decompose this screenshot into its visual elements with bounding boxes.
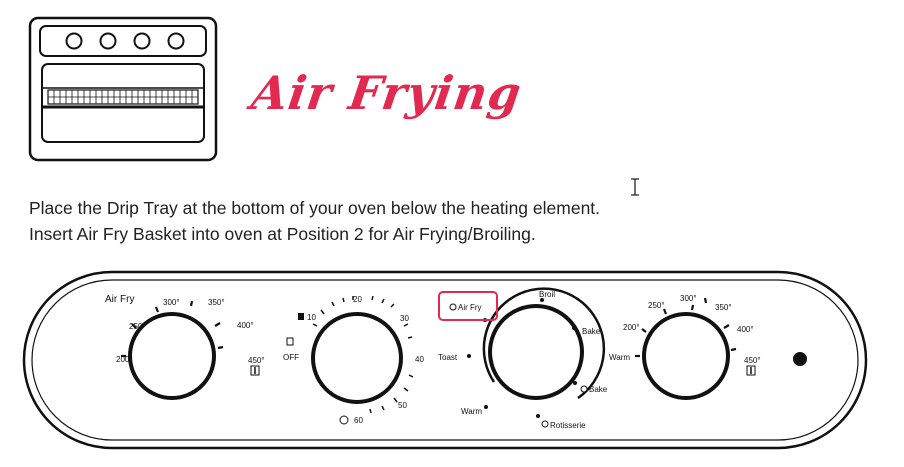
- dial-tick-label: 30: [400, 314, 409, 323]
- text-cursor-icon: [631, 178, 639, 196]
- clock-icon: [339, 415, 349, 425]
- selected-function-highlight: [438, 291, 498, 321]
- dial-tick-label: 300°: [163, 298, 180, 307]
- dial-tick-label: 400°: [737, 325, 754, 334]
- rotisserie-icon: [541, 420, 549, 428]
- instructions: Place the Drip Tray at the bottom of you…: [29, 195, 600, 247]
- function-option[interactable]: Broil: [539, 290, 555, 299]
- dial-tick-label: 200°: [116, 355, 133, 364]
- dial-tick-label: 300°: [680, 294, 697, 303]
- function-option[interactable]: Bake: [589, 385, 608, 394]
- instruction-line: Place the Drip Tray at the bottom of you…: [29, 198, 601, 218]
- function-dial[interactable]: Air Fry Broil Bake Bake Rotisserie Warm …: [438, 287, 608, 430]
- page-title: Air Frying: [248, 66, 526, 120]
- function-option[interactable]: Rotisserie: [550, 421, 586, 430]
- dial-tick-label: 450°: [248, 356, 265, 365]
- dial-tick-label: 450°: [744, 356, 761, 365]
- function-option[interactable]: Warm: [461, 407, 482, 416]
- dial-off-label: OFF: [283, 353, 299, 362]
- function-option[interactable]: Air Fry: [458, 303, 482, 312]
- oven-icon: [28, 16, 218, 162]
- temperature-dial[interactable]: Warm 200° 250° 300° 350° 400° 450°: [609, 294, 761, 400]
- dial-tick-label: 10: [307, 313, 316, 322]
- timer-dial[interactable]: 10 20 30 40 50 60 OFF: [283, 295, 424, 425]
- food-icon: [298, 313, 304, 320]
- dial-tick-label: 350°: [715, 303, 732, 312]
- instruction-line: Insert Air Fry Basket into oven at Posit…: [29, 224, 536, 244]
- temperature-dial-air-fry[interactable]: Air Fry 200° 250° 300° 350° 400° 450°: [105, 294, 265, 400]
- hold-icon: [286, 337, 294, 346]
- dial-tick-label: Warm: [609, 353, 630, 362]
- dial-tick-label: 60: [354, 416, 363, 425]
- function-option[interactable]: Toast: [438, 353, 458, 362]
- dial-tick-label: 250°: [129, 322, 146, 331]
- power-light-icon: [793, 352, 807, 366]
- dial-tick-label: 250°: [648, 301, 665, 310]
- fan-icon: [449, 303, 457, 311]
- fan-icon: [580, 385, 588, 393]
- dial-tick-label: 200°: [623, 323, 640, 332]
- dial-tick-label: 350°: [208, 298, 225, 307]
- dial-tick-label: 40: [415, 355, 424, 364]
- control-panel: Air Fry 200° 250° 300° 350° 400° 450°: [22, 270, 868, 450]
- dial-tick-label: 20: [353, 295, 362, 304]
- function-option[interactable]: Bake: [582, 327, 601, 336]
- dial-tick-label: 400°: [237, 321, 254, 330]
- dial-label: Air Fry: [105, 294, 134, 305]
- dial-tick-label: 50: [398, 401, 407, 410]
